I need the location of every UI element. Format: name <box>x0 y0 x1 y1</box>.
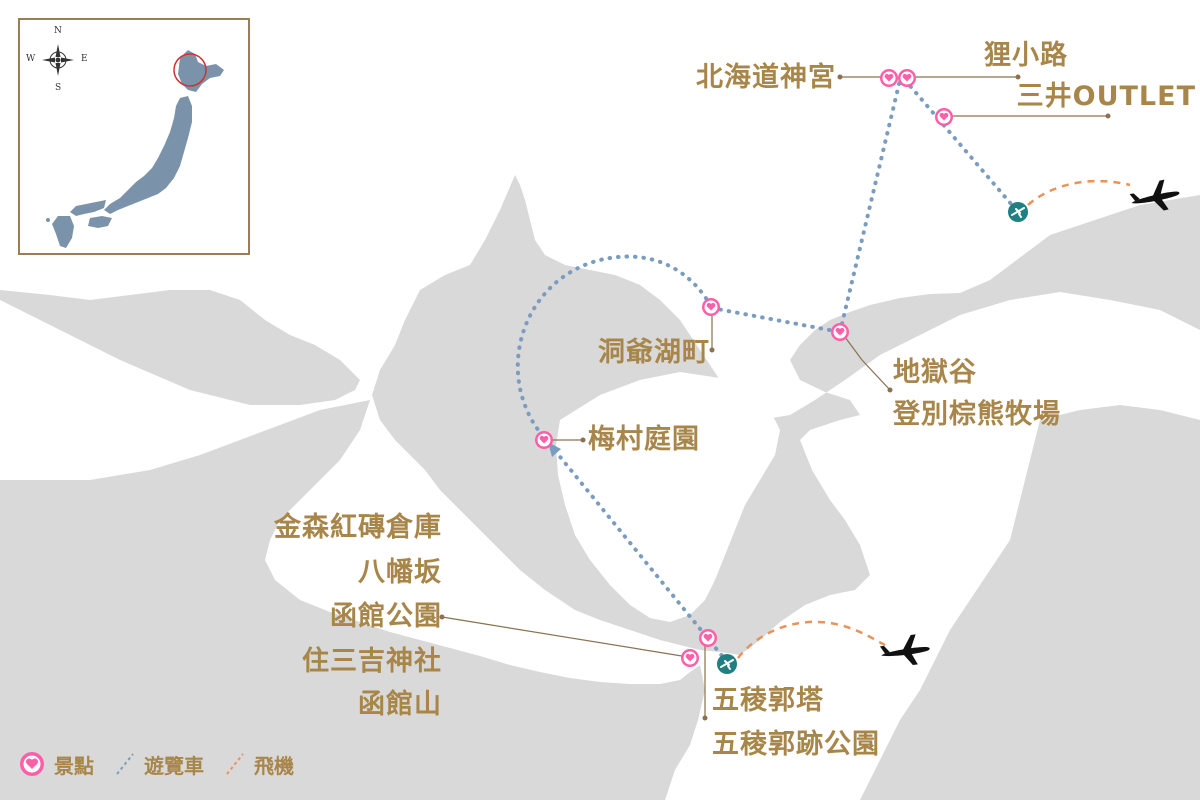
label-noboribetsu-bear-park: 登別棕熊牧場 <box>893 399 1061 430</box>
heart-pin-icon <box>831 323 849 341</box>
heart-pin-icon <box>702 298 720 316</box>
label-hakodate-park: 函館公園 <box>330 601 442 632</box>
leader-dots <box>439 74 1111 721</box>
legend-label-bus: 遊覽車 <box>144 753 204 778</box>
airport-badge-icon <box>1008 202 1028 222</box>
label-hakodate-yama: 函館山 <box>358 689 442 720</box>
label-hokkaido-jingu: 北海道神宮 <box>696 62 836 93</box>
japan-outline <box>42 44 224 248</box>
dashed-line-icon <box>226 753 244 775</box>
label-hachiman-zaka: 八幡坂 <box>358 557 442 588</box>
airport-badge-icon <box>717 654 737 674</box>
label-goryokaku-tower: 五稜郭塔 <box>712 685 824 716</box>
label-mitsui-outlet: 三井OUTLET <box>1016 81 1196 112</box>
compass-s: S <box>55 83 62 93</box>
compass-n: N <box>54 26 62 36</box>
label-umemura-garden: 梅村庭園 <box>588 424 700 455</box>
compass-e: E <box>81 54 88 64</box>
heart-pin-icon <box>535 431 553 449</box>
volcano-bay <box>556 372 780 622</box>
bus-route <box>515 78 1020 664</box>
legend-item-bus: 遊覽車 <box>114 750 204 779</box>
japan-inset-map: N S E W <box>18 18 250 255</box>
legend-item-flight: 飛機 <box>224 750 294 779</box>
legend-item-poi: 景點 <box>18 750 94 779</box>
compass-w: W <box>26 54 36 64</box>
label-toyako: 洞爺湖町 <box>598 337 710 368</box>
dotted-line-icon <box>116 753 134 775</box>
heart-pin-icon <box>699 629 717 647</box>
route-arrowhead <box>548 442 561 457</box>
map-legend: 景點 遊覽車 飛機 <box>18 748 314 780</box>
poi-markers <box>535 69 953 667</box>
label-goryokaku-park: 五稜郭跡公園 <box>712 729 880 760</box>
heart-pin-icon <box>20 752 44 776</box>
heart-pin-icon <box>898 69 916 87</box>
legend-label-flight: 飛機 <box>254 753 294 778</box>
highlight-circle <box>173 53 207 87</box>
heart-pin-icon <box>681 649 699 667</box>
heart-pin-icon <box>880 69 898 87</box>
label-tanuki-koji: 狸小路 <box>984 40 1068 71</box>
compass-rose-icon <box>42 44 74 76</box>
heart-pin-icon <box>935 108 953 126</box>
leader-lines <box>441 76 1108 718</box>
airplane-silhouette-icon <box>879 634 930 666</box>
label-sumiyoshi-jinja: 住三吉神社 <box>302 646 442 677</box>
label-jigokudani: 地獄谷 <box>893 357 977 388</box>
flight-route <box>737 179 1131 659</box>
airplane-silhouette-icon <box>1129 179 1180 211</box>
legend-label-poi: 景點 <box>54 753 94 778</box>
label-kanemori: 金森紅磚倉庫 <box>274 512 442 543</box>
